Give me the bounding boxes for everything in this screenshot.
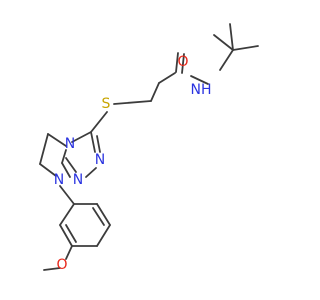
bond <box>43 267 61 271</box>
bond <box>158 72 176 84</box>
bond <box>65 224 77 243</box>
bond <box>96 135 101 153</box>
bond <box>65 157 77 173</box>
nitrogen-n4-label: N <box>65 136 75 152</box>
bond <box>61 162 71 178</box>
oxygen-carbonyl-label: O <box>177 54 188 70</box>
sulfur-label: S <box>102 96 111 112</box>
bond <box>190 75 209 85</box>
bond <box>71 131 92 143</box>
bond <box>96 224 111 247</box>
oxygen-methoxy-label: O <box>56 257 67 273</box>
bond <box>47 133 67 147</box>
bond <box>219 49 234 71</box>
nitrogen-n7-label: N <box>54 172 64 188</box>
bond <box>92 207 105 226</box>
tert-butyl-group <box>213 23 259 71</box>
amide-group <box>150 52 209 102</box>
bond <box>59 185 75 205</box>
carbonyl-bond <box>181 53 185 74</box>
thioether-linker <box>90 100 152 133</box>
carbonyl-bond <box>175 52 179 73</box>
bond <box>39 133 49 165</box>
bond <box>59 203 75 226</box>
methoxy-group <box>43 267 61 271</box>
molecule-structure: O NH S N N N N O <box>39 23 259 273</box>
methoxyphenyl-ring <box>59 203 111 247</box>
nitrogen-n2-label: N <box>95 152 105 168</box>
bond <box>96 203 111 226</box>
bond <box>39 163 57 177</box>
bond <box>229 23 234 51</box>
bond <box>232 45 259 51</box>
bond <box>65 245 73 260</box>
bond <box>85 167 97 178</box>
bond <box>150 82 160 102</box>
amide-nh-label: NH <box>191 82 212 98</box>
fused-ring-system <box>39 131 101 178</box>
bond <box>90 131 96 153</box>
bond <box>59 224 73 247</box>
bond <box>90 111 108 133</box>
bond <box>113 100 152 105</box>
nitrogen-n1-label: N <box>73 172 83 188</box>
bond <box>61 149 67 164</box>
bond <box>213 34 234 51</box>
